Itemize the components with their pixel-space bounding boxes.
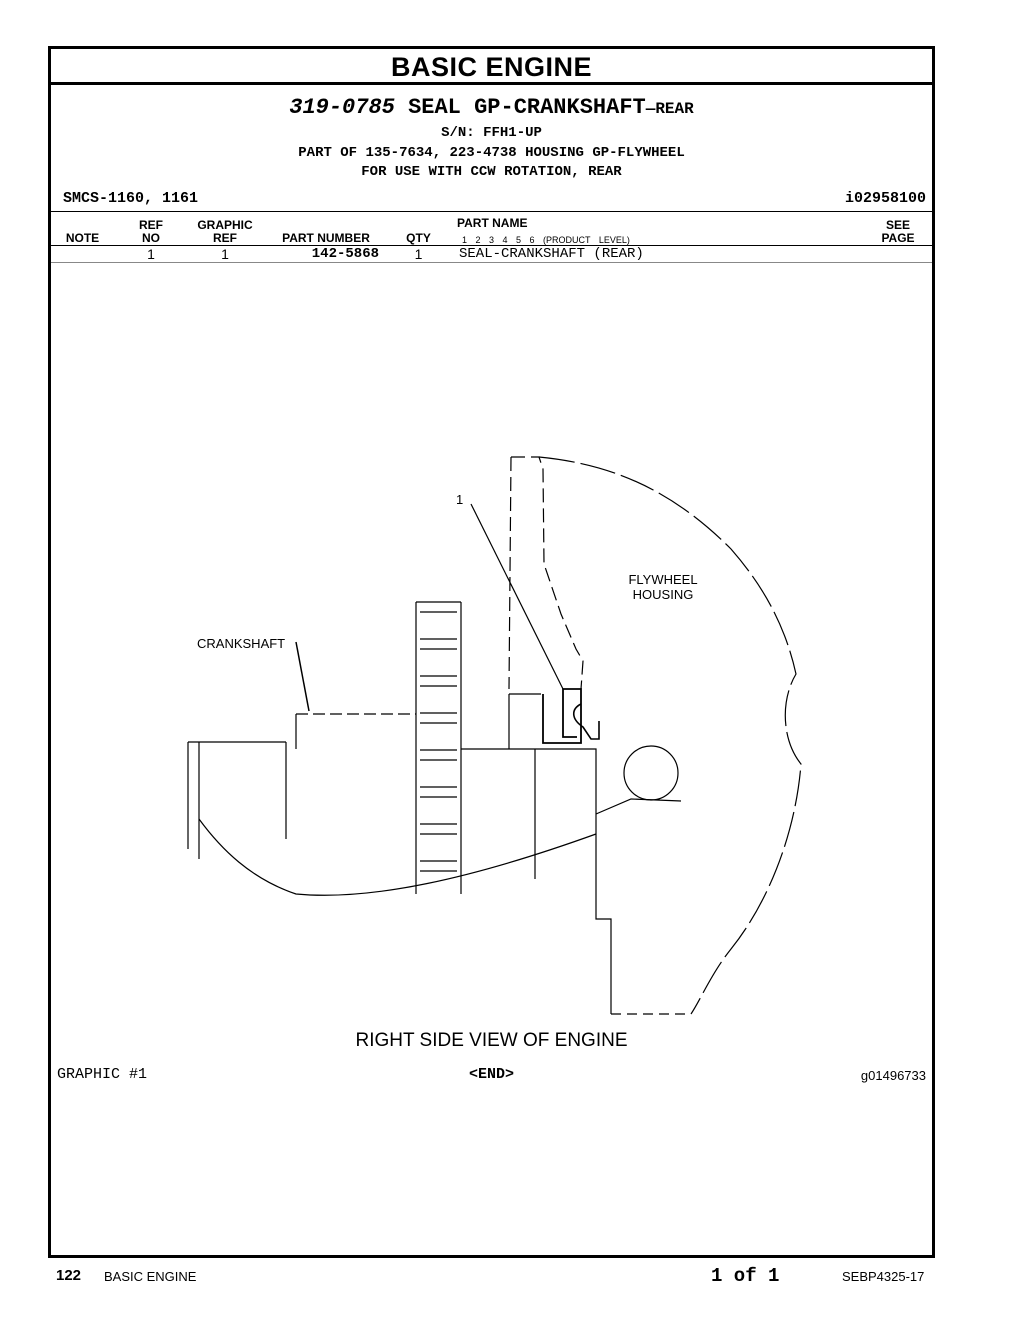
- col-graphic-top: GRAPHIC: [197, 218, 253, 232]
- section-title: BASIC ENGINE: [390, 52, 593, 82]
- row-part-name: SEAL-CRANKSHAFT (REAR): [459, 246, 644, 262]
- crankshaft-end: [187, 741, 200, 859]
- callout-1: 1: [456, 492, 464, 507]
- crankshaft-bottom-curve: [198, 818, 597, 896]
- row-part-number: 142-5868: [311, 246, 379, 262]
- usage-line: FOR USE WITH CCW ROTATION, REAR: [361, 164, 622, 180]
- housing-left-edge: [508, 456, 512, 690]
- col-ref-top: REF: [139, 218, 163, 232]
- section-header: BASIC ENGINE: [51, 49, 932, 85]
- part-of-line: PART OF 135-7634, 223-4738 HOUSING GP-FL…: [298, 145, 685, 161]
- footer-page-of: 1 of 1: [711, 1265, 780, 1287]
- smcs-codes: SMCS-1160, 1161: [63, 190, 199, 207]
- row-qty: 1: [414, 246, 423, 262]
- col-see-top: SEE: [885, 218, 910, 232]
- col-part-number: PART NUMBER: [282, 231, 370, 245]
- product-level-scale: 1 2 3 4 5 6 (PRODUCT LEVEL): [462, 235, 630, 245]
- footer-page-number: 122: [56, 1267, 82, 1284]
- view-title: RIGHT SIDE VIEW OF ENGINE: [355, 1030, 628, 1051]
- group-suffix: —REAR: [645, 100, 694, 118]
- group-title: 319-0785 SEAL GP-CRANKSHAFT—REAR: [51, 95, 932, 120]
- col-graphic-bottom: REF: [213, 231, 237, 245]
- seal-carrier: [461, 693, 541, 879]
- end-marker: <END>: [468, 1066, 514, 1083]
- row-ref-no: 1: [147, 246, 155, 262]
- group-name: SEAL GP-CRANKSHAFT: [408, 95, 646, 120]
- spline-teeth: [420, 611, 457, 872]
- footer-section: BASIC ENGINE: [104, 1269, 197, 1284]
- crankshaft-leader: [295, 641, 310, 712]
- row-graphic-ref: 1: [221, 246, 229, 262]
- seal-drawing: [187, 456, 802, 1015]
- col-note: NOTE: [65, 231, 100, 245]
- graphic-number: GRAPHIC #1: [57, 1066, 148, 1083]
- table-top-rule: [51, 211, 932, 212]
- info-id: i02958100: [844, 190, 926, 207]
- seal-lip: [572, 703, 600, 740]
- graphic-id: g01496733: [860, 1068, 926, 1083]
- footer-doc-id: SEBP4325-17: [842, 1269, 925, 1284]
- housing-lower-step: [595, 814, 612, 1014]
- crankshaft-label: CRANKSHAFT: [197, 636, 286, 651]
- housing-bore-edge: [595, 798, 682, 815]
- spline-sides: [415, 602, 462, 894]
- serial-number: S/N: FFH1-UP: [441, 125, 542, 141]
- crankshaft-step: [285, 714, 297, 839]
- callout-1-leader: [470, 503, 564, 690]
- flywheel-label-line1: FLYWHEEL: [628, 572, 698, 587]
- col-qty: QTY: [406, 231, 431, 245]
- page-frame: BASIC ENGINE 319-0785 SEAL GP-CRANKSHAFT…: [48, 46, 935, 1258]
- bore-circle: [623, 745, 679, 801]
- col-part-name: PART NAME: [457, 216, 528, 230]
- housing-outer-curve: [538, 456, 802, 1015]
- table-row-rule: [51, 262, 932, 263]
- seal-flange: [535, 748, 597, 814]
- col-see-bottom: PAGE: [881, 231, 915, 245]
- table-header-rule: [51, 245, 932, 246]
- flywheel-label-line2: HOUSING: [632, 587, 694, 602]
- group-part-number: 319-0785: [289, 95, 395, 120]
- housing-inner-edge: [511, 456, 584, 690]
- seal-case: [542, 688, 582, 744]
- col-ref-bottom: NO: [142, 231, 160, 245]
